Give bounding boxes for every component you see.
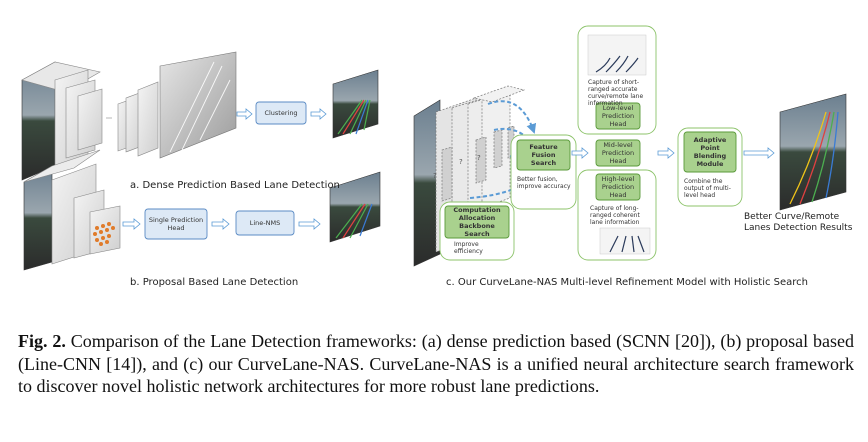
input-image-b xyxy=(23,149,101,271)
low-level-note: Capture of short-ranged accurate curve/r… xyxy=(588,79,644,107)
line-nms-box xyxy=(235,210,295,236)
input-image-c xyxy=(413,99,441,267)
output-image-c xyxy=(779,93,847,211)
high-level-note: Capture of long-ranged coherent lane inf… xyxy=(590,205,640,226)
blending-label: Adaptive Point Blending Module xyxy=(693,136,727,168)
single-head-label: Single Prediction Head xyxy=(148,216,204,232)
figure-diagram: ? ? ? xyxy=(21,25,853,288)
decoder-plates-a xyxy=(117,81,159,157)
backbone-to-fusion-arrow xyxy=(469,170,542,199)
panel-b-caption: b. Proposal Based Lane Detection xyxy=(130,277,299,288)
svg-text:?: ? xyxy=(477,154,481,162)
caption-text: Comparison of the Lane Detection framewo… xyxy=(18,331,854,396)
proposal-dots xyxy=(93,222,115,246)
arrow-b2 xyxy=(211,218,230,230)
arrow-c-fusion xyxy=(571,147,589,159)
mid-level-label: Mid-level Prediction Head xyxy=(601,141,635,165)
dense-map-a xyxy=(159,51,237,159)
panel-c-caption: c. Our CurveLane-NAS Multi-level Refinem… xyxy=(446,277,809,288)
encoder-plates-a xyxy=(54,69,103,169)
low-level-curves xyxy=(587,34,647,76)
arrow-c-out xyxy=(743,147,775,159)
figure-caption: Fig. 2. Comparison of the Lane Detection… xyxy=(18,330,854,398)
result-label: Better Curve/Remote Lanes Detection Resu… xyxy=(744,212,853,233)
line-nms-label: Line-NMS xyxy=(249,219,281,227)
input-image-a xyxy=(21,61,101,181)
computation-label: Computation Allocation Backbone Search xyxy=(453,206,501,238)
low-level-box xyxy=(595,102,641,130)
clustering-label: Clustering xyxy=(264,109,298,117)
panel-c: ? ? ? xyxy=(413,25,847,267)
feature-fusion-note: Better fusion, improve accuracy xyxy=(517,176,571,190)
arrow-c-blend xyxy=(657,147,675,159)
svg-text:?: ? xyxy=(433,172,437,180)
panel-a xyxy=(21,51,379,181)
panel-b xyxy=(23,149,381,271)
feature-fusion-box xyxy=(516,139,571,171)
single-head-box xyxy=(144,208,208,240)
high-level-box xyxy=(595,173,641,201)
encoder-plates-b xyxy=(51,163,121,265)
output-image-b xyxy=(329,171,381,243)
mid-level-box xyxy=(595,139,641,167)
svg-text:?: ? xyxy=(459,158,463,166)
blending-box xyxy=(683,131,737,173)
clustering-box xyxy=(255,101,307,125)
diagram-svg: ? ? ? xyxy=(21,25,847,271)
arrow-b3 xyxy=(298,218,321,230)
output-image-a xyxy=(332,69,379,139)
low-level-label: Low-level Prediction Head xyxy=(601,104,635,128)
computation-note: Improve efficiency xyxy=(454,241,483,255)
blending-note: Combine the output of multi-level head xyxy=(684,178,731,199)
arrow-a2 xyxy=(310,108,327,120)
computation-box xyxy=(444,205,510,239)
arrow-a1 xyxy=(236,108,253,120)
high-level-lines xyxy=(599,227,651,255)
arrow-b1 xyxy=(122,218,141,230)
panel-a-caption: a. Dense Prediction Based Lane Detection xyxy=(130,180,340,191)
volume-glyphs: ? ? ? xyxy=(433,154,481,180)
figure-label: Fig. 2. xyxy=(18,331,66,351)
high-level-label: High-level Prediction Head xyxy=(601,175,635,199)
feature-fusion-label: Feature Fusion Search xyxy=(529,143,558,167)
